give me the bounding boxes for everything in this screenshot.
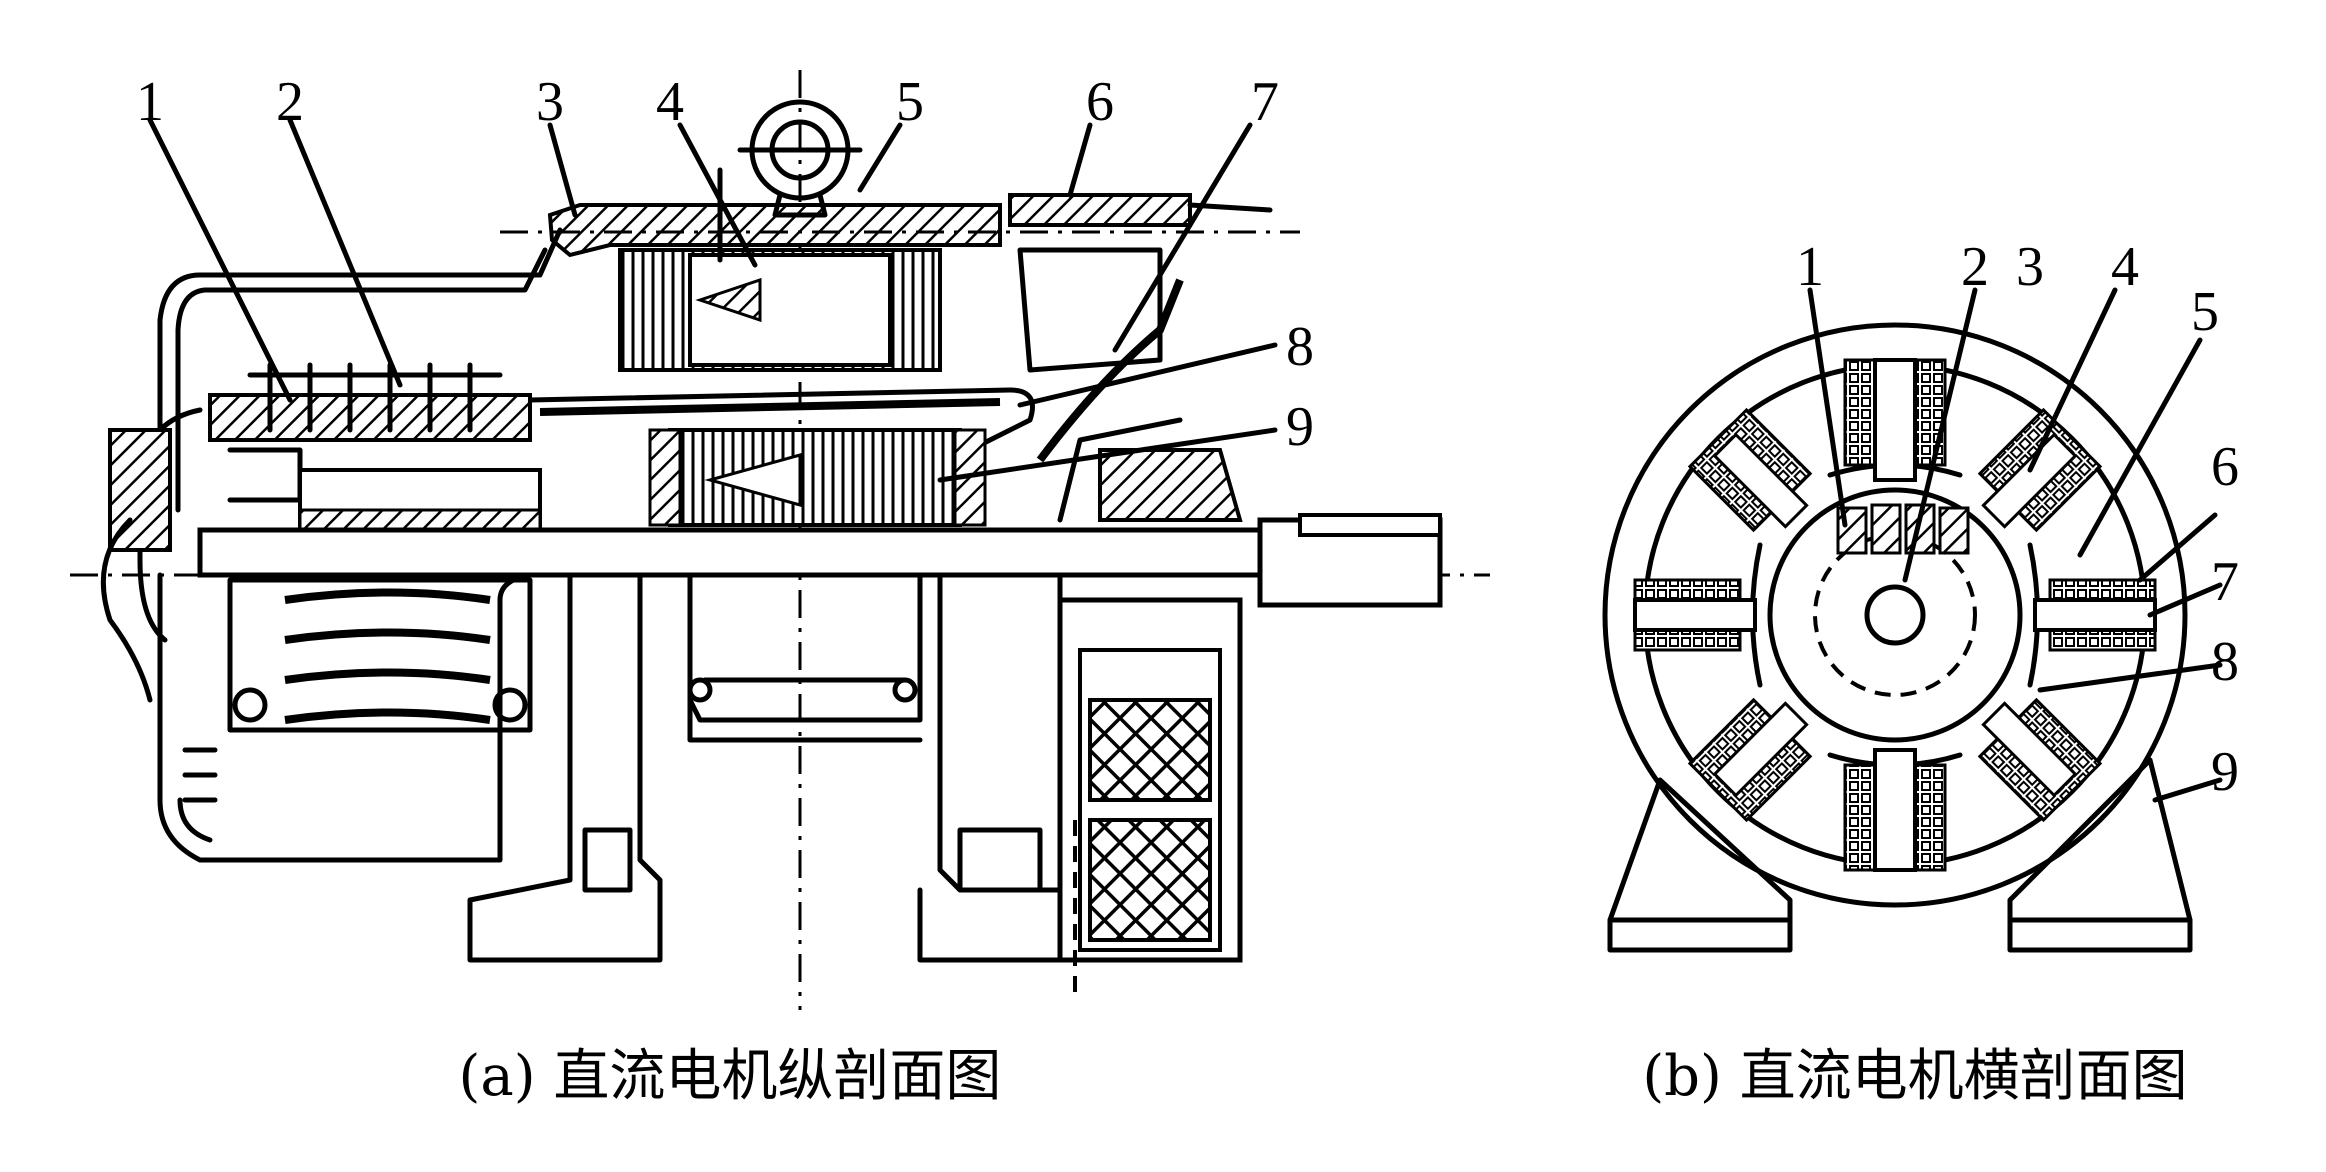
label-a-4: 4 <box>656 71 684 133</box>
longitudinal-section-drawing <box>70 70 1490 1010</box>
leader-lines-b <box>1807 287 2223 803</box>
label-b-1: 1 <box>1796 236 1824 298</box>
label-a-1: 1 <box>136 71 164 133</box>
labels-b: 1 2 3 4 5 6 7 8 9 <box>1796 236 2239 803</box>
label-a-5: 5 <box>896 71 924 133</box>
label-a-2: 2 <box>276 71 304 133</box>
labels-a: 1 2 3 4 5 6 7 8 9 <box>136 71 1314 458</box>
caption-a: (a) 直流电机纵剖面图 <box>459 1044 1002 1109</box>
label-a-9: 9 <box>1286 396 1314 458</box>
label-a-3: 3 <box>536 71 564 133</box>
caption-b: (b) 直流电机横剖面图 <box>1642 1044 2187 1109</box>
cross-section-drawing <box>1602 322 2193 953</box>
label-b-7: 7 <box>2211 551 2239 613</box>
label-b-4: 4 <box>2111 236 2139 298</box>
label-b-8: 8 <box>2211 631 2239 693</box>
leader-lines-a <box>147 117 1278 483</box>
label-b-3: 3 <box>2016 236 2044 298</box>
label-a-6: 6 <box>1086 71 1114 133</box>
label-b-2: 2 <box>1961 236 1989 298</box>
label-a-7: 7 <box>1251 71 1279 133</box>
label-b-6: 6 <box>2211 436 2239 498</box>
label-b-5: 5 <box>2191 281 2219 343</box>
label-a-8: 8 <box>1286 316 1314 378</box>
label-b-9: 9 <box>2211 741 2239 803</box>
